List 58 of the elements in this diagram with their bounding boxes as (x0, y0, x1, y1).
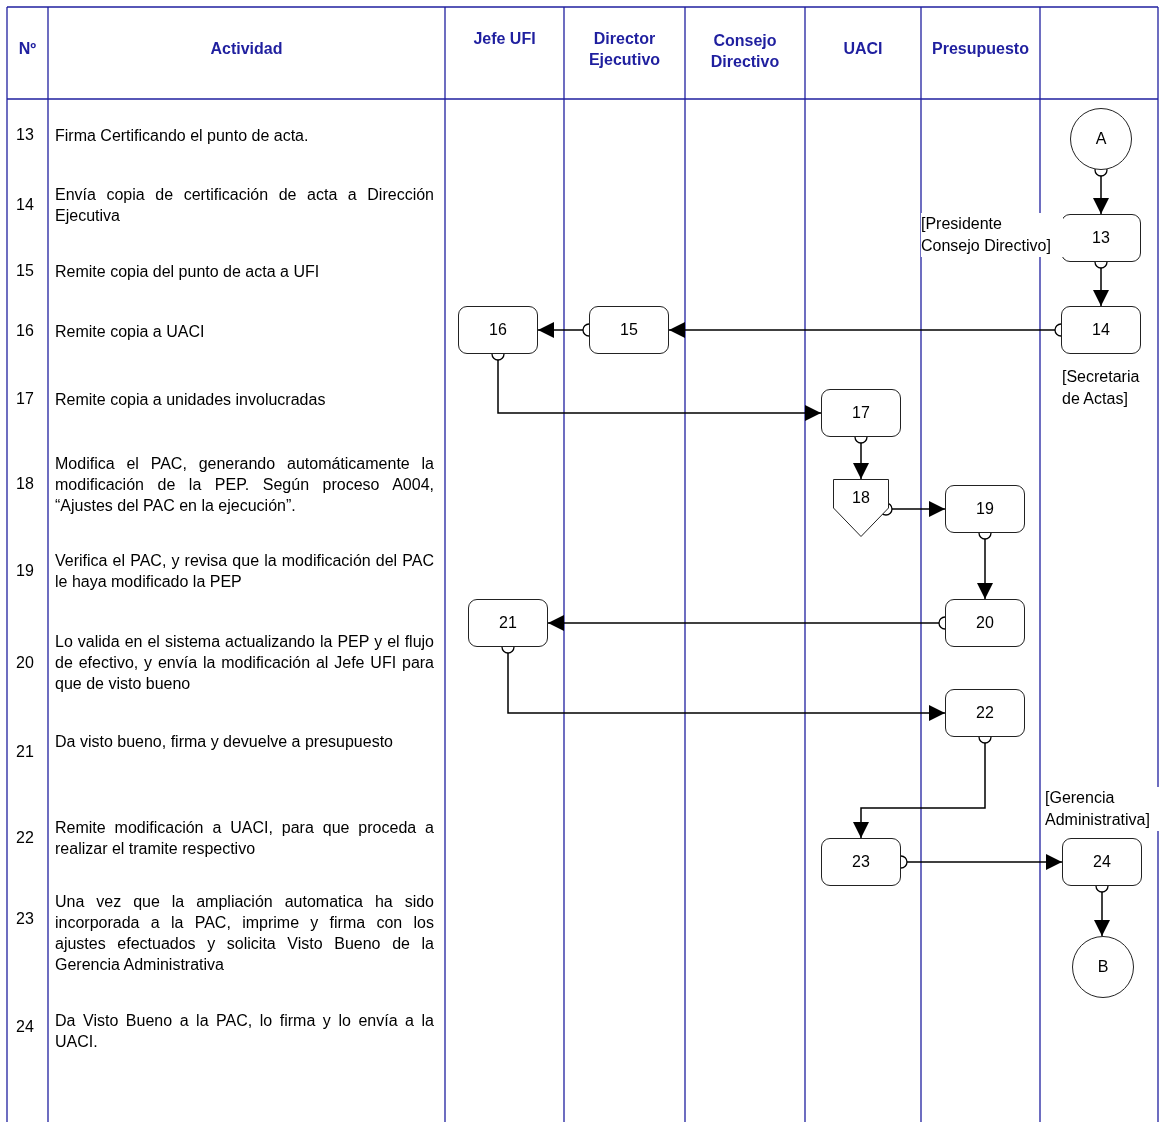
step-number: 19 (15, 561, 35, 581)
step-number: 24 (15, 1017, 35, 1037)
column-header: UACI (842, 39, 884, 59)
column-header: Nº (17, 39, 38, 59)
step-label: 14 (1092, 321, 1110, 339)
process-box (945, 599, 1025, 647)
activity-text: Envía copia de certificación de acta a Dirección Ejecutiva (55, 185, 434, 226)
process-box (1061, 214, 1141, 262)
column-header: Director Ejecutivo (587, 29, 662, 70)
activity-text: Remite copia del punto de acta a UFI (55, 262, 321, 282)
step-number: 18 (15, 474, 35, 494)
step-number: 23 (15, 909, 35, 929)
column-header: Consejo Directivo (709, 31, 781, 72)
process-box (1061, 306, 1141, 354)
step-number: 22 (15, 828, 35, 848)
step-label: 15 (620, 321, 638, 339)
step-label: 23 (852, 853, 870, 871)
activity-text: Verifica el PAC, y revisa que la modificación del PAC le haya modificado la PEP (55, 551, 434, 592)
step-number: 20 (15, 653, 35, 673)
step-label: 18 (852, 489, 870, 507)
step-label: 19 (976, 500, 994, 518)
step-label: 21 (499, 614, 517, 632)
activity-text: Firma Certificando el punto de acta. (55, 126, 310, 146)
process-box (458, 306, 538, 354)
activity-text: Da Visto Bueno a la PAC, lo firma y lo envía a la UACI. (55, 1011, 434, 1052)
step-number: 16 (15, 321, 35, 341)
step-label: 16 (489, 321, 507, 339)
step-label: 20 (976, 614, 994, 632)
activity-text: Remite modificación a UACI, para que proceda a realizar el tramite respectivo (55, 818, 434, 859)
step-label: B (1097, 958, 1109, 976)
activity-text: Modifica el PAC, generando automáticamente la modificación de la PEP. Según proceso A004, “Ajustes del PAC en la ejecución”. (55, 454, 434, 516)
column-header: Presupuesto (931, 39, 1030, 59)
process-box (945, 689, 1025, 737)
process-box (468, 599, 548, 647)
step-number: 21 (15, 742, 35, 762)
activity-text: Da visto bueno, firma y devuelve a presupuesto (55, 732, 394, 752)
process-box (821, 389, 901, 437)
step-label: 22 (976, 704, 994, 722)
step-number: 15 (15, 261, 35, 281)
activity-text: Una vez que la ampliación automatica ha sido incorporada a la PAC, imprime y firma con los ajustes efectuados y solicita Visto Bueno de la Gerencia Administrativa (55, 892, 434, 975)
process-box (945, 485, 1025, 533)
step-label: 17 (852, 404, 870, 422)
step-number: 13 (15, 125, 35, 145)
process-box (821, 838, 901, 886)
activity-text: Lo valida en el sistema actualizando la PEP y el flujo de efectivo, y envía la modificación al Jefe UFI para que de visto bueno (55, 632, 434, 694)
activity-text: Remite copia a UACI (55, 322, 206, 342)
offpage-connector (833, 479, 889, 537)
step-label: 13 (1092, 229, 1110, 247)
step-label: A (1095, 130, 1107, 148)
role-label: [Presidente Consejo Directivo] (921, 213, 1063, 257)
column-header: Actividad (209, 39, 284, 59)
column-header: Jefe UFI (472, 29, 537, 49)
process-box (589, 306, 669, 354)
activity-text: Remite copia a unidades involucradas (55, 390, 327, 410)
step-label: 24 (1093, 853, 1111, 871)
process-box (1062, 838, 1142, 886)
step-number: 14 (15, 195, 35, 215)
step-number: 17 (15, 389, 35, 409)
